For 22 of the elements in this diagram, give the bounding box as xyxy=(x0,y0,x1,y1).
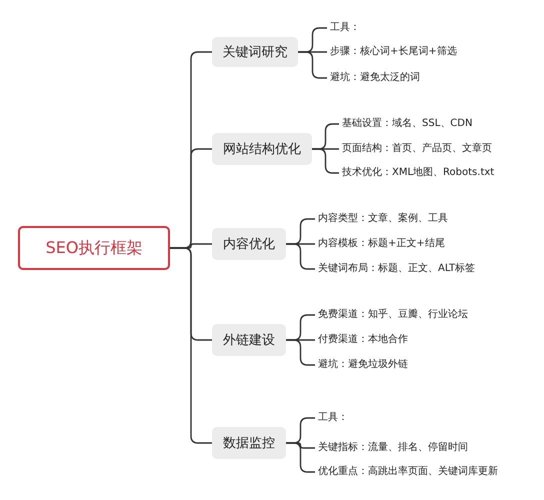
item-text: 关键词布局：标题、正文、ALT标签 xyxy=(318,263,476,275)
item-text: 内容模板：标题+正文+结尾 xyxy=(318,238,445,250)
root-box: SEO执行框架 xyxy=(18,226,170,270)
topic-box: 关键词研究 xyxy=(212,37,298,67)
item-text: 基础设置：域名、SSL、CDN xyxy=(342,118,472,130)
item-text: 技术优化：XML地图、Robots.txt xyxy=(342,167,494,179)
item-text: 页面结构：首页、产品页、文章页 xyxy=(342,143,492,155)
item-text: 免费渠道：知乎、豆瓣、行业论坛 xyxy=(318,309,468,321)
item-text: 关键指标：流量、排名、停留时间 xyxy=(318,442,468,454)
topic-box: 网站结构优化 xyxy=(212,133,312,165)
brace-connector xyxy=(170,247,212,444)
item-text: 内容类型：文章、案例、工具 xyxy=(318,213,448,225)
item-text: 工具： xyxy=(330,22,360,34)
item-text: 步骤：核心词+长尾词+筛选 xyxy=(330,46,457,58)
item-text: 工具： xyxy=(318,412,348,424)
topic-box: 数据监控 xyxy=(212,427,286,459)
item-text: 避坑：避免垃圾外链 xyxy=(318,359,408,371)
item-text: 优化重点：高跳出率页面、关键词库更新 xyxy=(318,466,498,478)
topic-box: 内容优化 xyxy=(212,228,286,260)
item-text: 付费渠道：本地合作 xyxy=(318,334,408,346)
topic-box: 外链建设 xyxy=(212,324,286,356)
item-text: 避坑：避免太泛的词 xyxy=(330,72,420,84)
